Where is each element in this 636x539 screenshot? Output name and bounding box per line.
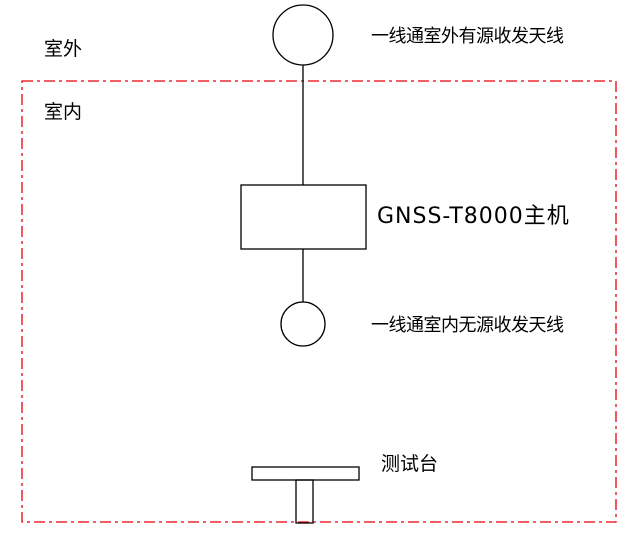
host-unit-box (240, 184, 367, 250)
indoor-antenna-label: 一线通室内无源收发天线 (371, 315, 564, 336)
test-bench-leg (295, 479, 314, 524)
indoor-antenna-symbol (280, 301, 326, 347)
test-bench-label: 测试台 (381, 453, 439, 475)
indoor-boundary (21, 80, 617, 523)
outdoor-antenna-label: 一线通室外有源收发天线 (371, 26, 564, 47)
host-label: GNSS-T8000主机 (377, 204, 570, 229)
outdoor-antenna-symbol (272, 4, 334, 66)
indoor-zone-label: 室内 (44, 101, 83, 123)
test-bench-top (251, 466, 360, 481)
outdoor-zone-label: 室外 (44, 38, 83, 60)
